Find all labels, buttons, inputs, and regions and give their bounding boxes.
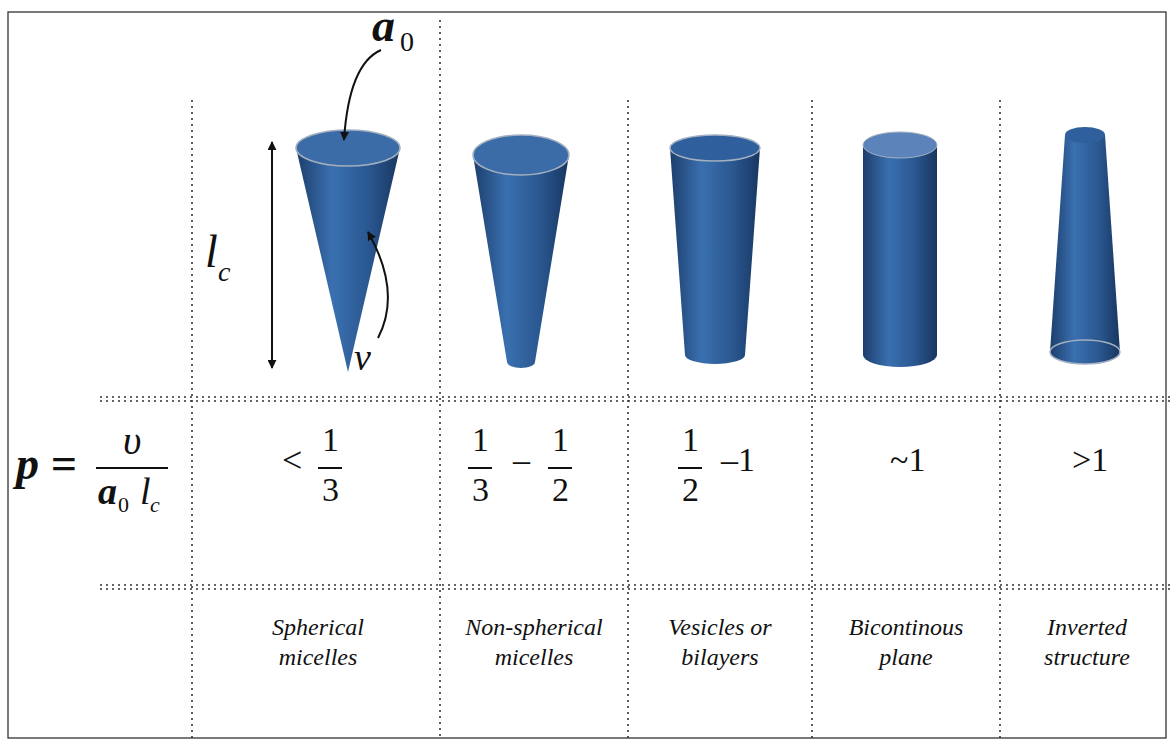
structure-name: Inverted structure [1027,612,1147,672]
subscript: 0 [400,26,414,58]
symbol-label: v [354,336,371,380]
value-text: –1 [721,440,755,479]
inverted-cone-shape [1050,127,1120,364]
value-text: 2 [552,470,569,509]
value-text: 1 [682,420,699,459]
symbol-label: a [372,0,395,53]
structure-name: Bicontinous plane [831,612,981,672]
formula-text: l [140,470,151,514]
value-text: ~1 [890,440,925,479]
leader-arrow [344,50,381,140]
value-text: 1 [552,420,569,459]
value-text: < [282,440,302,481]
value-text: – [513,440,530,479]
grid-lines [100,20,1170,740]
frame [8,12,1166,738]
formula-text: p = [16,438,77,491]
fraction-bar [96,467,702,469]
length-arrow [271,142,273,368]
symbol-label: l [205,226,218,279]
truncated-cone-shape [670,135,760,364]
leader-arrow [368,232,388,338]
value-text: 1 [472,420,489,459]
subscript: c [150,492,160,517]
value-text: >1 [1072,440,1108,479]
truncated-cone-shape [473,135,569,368]
cone-shape [296,130,400,372]
formula-text: a [98,470,117,514]
value-text: 3 [472,470,489,509]
cylinder-shape [863,132,937,367]
value-text: 2 [682,470,699,509]
subscript: c [218,256,230,288]
structure-name: Non-spherical micelles [454,612,614,672]
structure-name: Spherical micelles [253,612,383,672]
formula-text: υ [123,418,141,464]
structure-name: Vesicles or bilayers [655,612,785,672]
value-text: 1 [322,420,339,459]
value-text: 3 [322,470,339,509]
subscript: 0 [118,492,129,517]
